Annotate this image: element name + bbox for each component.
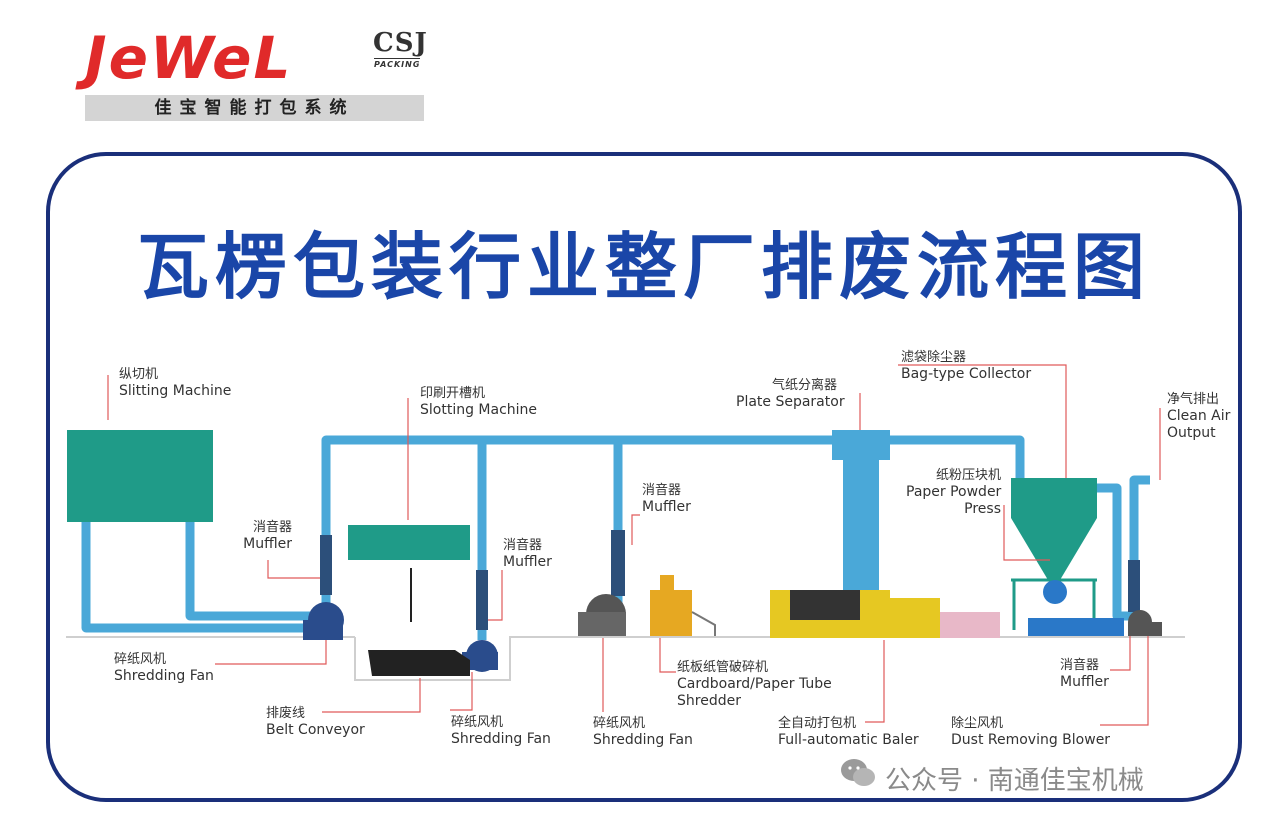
label-muffler-3: 消音器 Muffler [642,482,691,516]
label-cn: 除尘风机 [951,716,1004,731]
label-cn: 排废线 [266,706,306,721]
label-cn: 滤袋除尘器 [901,350,967,365]
shredding-fan-1 [303,602,344,640]
label-plate-separator: 气纸分离器 Plate Separator [736,377,845,411]
label-en: Shredder [677,693,741,709]
label-en: Press [964,501,1001,517]
label-cn: 碎纸风机 [451,715,504,730]
floor [66,636,1185,681]
label-en: Muffler [642,499,691,515]
label-en: Slitting Machine [119,383,232,399]
label-en: Belt Conveyor [266,722,365,738]
label-en: Muffler [243,536,292,552]
label-cardboard-shredder: 纸板纸管破碎机 Cardboard/Paper Tube Shredder [677,659,832,710]
label-slitting-machine: 纵切机 Slitting Machine [119,366,231,400]
label-en: Plate Separator [736,394,845,410]
brand-tagline: 佳宝智能打包系统 [85,95,424,121]
label-cn: 消音器 [503,538,543,553]
label-cn: 气纸分离器 [771,378,837,393]
label-cn: 消音器 [1060,658,1100,673]
label-clean-air-output: 净气排出 Clean Air Output [1167,391,1230,442]
muffler-2 [476,570,488,630]
label-en: Bag-type Collector [901,366,1032,382]
label-en: Shredding Fan [593,732,693,748]
diagram-frame [46,152,1242,802]
wechat-icon [841,759,875,786]
shredding-fan-3 [578,594,626,636]
label-cn: 消音器 [642,483,682,498]
label-muffler-4: 消音器 Muffler [1060,657,1109,691]
label-muffler-1: 消音器 Muffler [240,519,292,553]
label-en: Shredding Fan [451,731,551,747]
paper-powder-press [1028,580,1124,636]
brand-logo: JeWeL [85,24,293,92]
belt-conveyor [368,650,470,676]
label-shredding-fan-2: 碎纸风机 Shredding Fan [451,714,551,748]
label-en: Full-automatic Baler [778,732,919,748]
label-cn: 纵切机 [119,367,159,382]
leader-lines [107,364,1161,726]
brand-packing: PACKING [374,58,421,69]
full-automatic-baler [770,590,1000,638]
label-en: Output [1167,425,1216,441]
label-paper-powder-press: 纸粉压块机 Paper Powder Press [906,467,1001,518]
label-shredding-fan-3: 碎纸风机 Shredding Fan [593,715,693,749]
label-muffler-2: 消音器 Muffler [503,537,552,571]
slotting-machine [348,525,470,560]
label-cn: 消音器 [252,520,292,535]
label-dust-removing-blower: 除尘风机 Dust Removing Blower [951,715,1110,749]
muffler-4 [1128,560,1140,612]
label-bag-type-collector: 滤袋除尘器 Bag-type Collector [901,349,1031,383]
bag-type-collector [1011,478,1097,630]
label-en: Slotting Machine [420,402,538,418]
muffler-1 [320,535,332,595]
label-cn: 纸粉压块机 [935,468,1001,483]
watermark-text: 公众号 · 南通佳宝机械 [885,766,1144,796]
label-cn: 碎纸风机 [114,652,167,667]
label-en: Muffler [1060,674,1109,690]
plate-separator [832,430,890,460]
label-cn: 净气排出 [1167,392,1220,407]
label-en: Paper Powder [906,484,1002,500]
dust-removing-blower [1128,610,1162,636]
label-cn: 全自动打包机 [778,716,857,731]
label-slotting-machine: 印刷开槽机 Slotting Machine [420,385,537,419]
muffler-3 [611,530,625,596]
label-cn: 印刷开槽机 [420,386,486,401]
label-en: Shredding Fan [114,668,214,684]
label-en: Muffler [503,554,552,570]
label-en: Dust Removing Blower [951,732,1111,748]
label-shredding-fan-1: 碎纸风机 Shredding Fan [114,651,214,685]
shredding-fan-2 [462,640,498,672]
label-full-automatic-baler: 全自动打包机 Full-automatic Baler [778,715,919,749]
label-en: Cardboard/Paper Tube [677,676,832,692]
slitting-machine [67,430,213,522]
page-title: 瓦楞包装行业整厂排废流程图 [136,225,1151,309]
label-belt-conveyor: 排废线 Belt Conveyor [266,705,365,739]
label-en: Clean Air [1167,408,1231,424]
cardboard-shredder [650,590,692,636]
brand-csj: CSJ [373,28,428,58]
label-cn: 碎纸风机 [593,716,646,731]
label-cn: 纸板纸管破碎机 [677,660,769,675]
